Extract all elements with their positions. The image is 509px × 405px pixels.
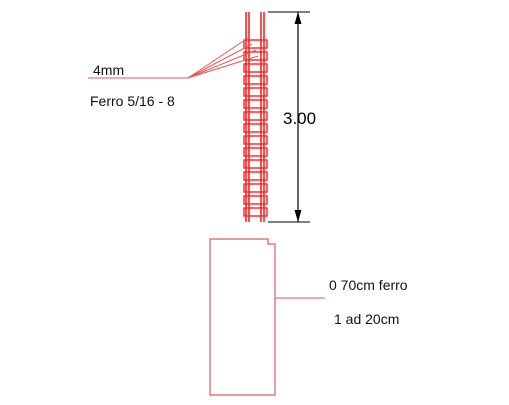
stirrup-diameter-label: 4mm <box>93 62 124 78</box>
stirrup <box>243 195 268 205</box>
stirrup <box>243 159 268 169</box>
bar-leaders <box>88 37 259 79</box>
height-dimension <box>268 11 310 223</box>
leader-line <box>187 55 259 79</box>
dimension-arrow-top <box>294 12 302 24</box>
longitudinal-bars <box>245 12 265 222</box>
leader-line <box>187 49 257 79</box>
stirrup <box>243 147 268 157</box>
leader-line <box>187 37 249 79</box>
stirrup <box>243 111 268 121</box>
stirrup <box>243 135 268 145</box>
stirrup <box>243 51 268 61</box>
stirrup <box>243 39 268 49</box>
leader-line <box>187 43 253 79</box>
stirrup <box>243 183 268 193</box>
stirrup <box>243 123 268 133</box>
dimension-arrow-bottom <box>294 210 302 222</box>
stirrup <box>243 99 268 109</box>
stirrup <box>243 171 268 181</box>
section-label-line2: 1 ad 20cm <box>334 311 399 327</box>
stirrup <box>243 63 268 73</box>
column-section <box>209 238 325 396</box>
stirrup <box>243 87 268 97</box>
height-dimension-label: 3.00 <box>283 109 316 128</box>
stirrup <box>243 75 268 85</box>
stirrup <box>243 207 268 217</box>
stirrups <box>243 39 268 217</box>
column-elevation <box>243 12 268 222</box>
section-label-line1: 0 70cm ferro <box>329 277 408 293</box>
section-outline <box>209 238 276 396</box>
long-bars-label: Ferro 5/16 - 8 <box>90 93 175 109</box>
